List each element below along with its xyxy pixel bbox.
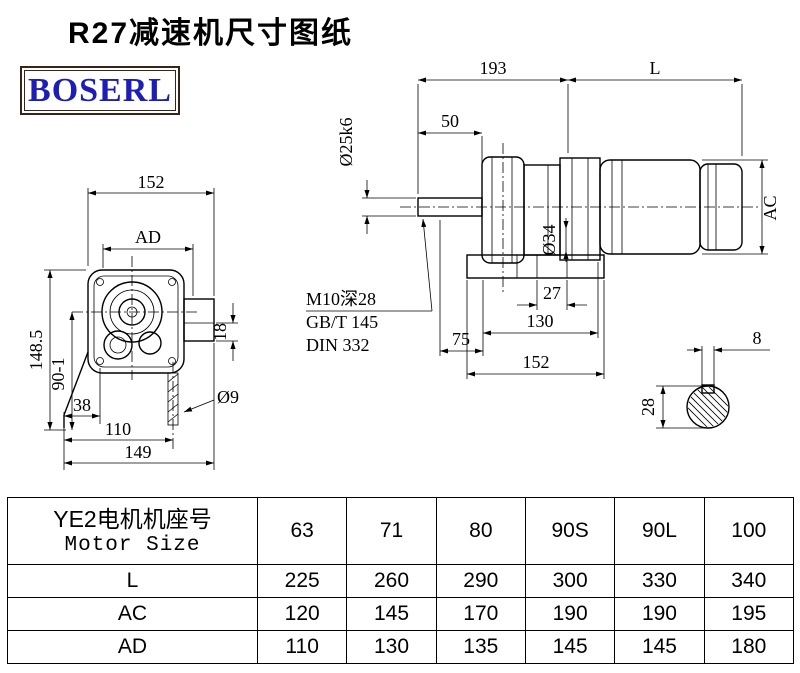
dim-side-193: 193 bbox=[480, 58, 507, 78]
table-header-row: YE2电机机座号 Motor Size 63 71 80 90S 90L 100 bbox=[7, 497, 795, 565]
brand-logo: BOSERL bbox=[20, 66, 180, 115]
value-AD-1: 110 bbox=[256, 630, 348, 664]
dim-side-152: 152 bbox=[523, 352, 550, 372]
motor-size-table: YE2电机机座号 Motor Size 63 71 80 90S 90L 100… bbox=[7, 497, 795, 664]
dim-side-34: Ø34 bbox=[539, 225, 559, 256]
front-view-dimensions: 152 AD 148.5 90-1 18 38 bbox=[26, 172, 239, 470]
motor-size-col-5: 90L bbox=[614, 497, 705, 565]
table-row-AD: AD 110 130 135 145 145 180 bbox=[7, 630, 795, 664]
header-motor-size-cn: YE2电机机座号 bbox=[53, 505, 212, 532]
value-L-6: 340 bbox=[703, 564, 795, 598]
value-AC-2: 145 bbox=[346, 597, 437, 631]
shaft-section-view: 8 28 bbox=[638, 328, 770, 429]
motor-size-col-2: 71 bbox=[346, 497, 437, 565]
value-AD-4: 145 bbox=[524, 630, 616, 664]
row-label-L: L bbox=[7, 564, 258, 598]
brand-logo-text: BOSERL bbox=[28, 71, 172, 109]
table-row-AC: AC 120 145 170 190 190 195 bbox=[7, 597, 795, 631]
side-view-dimensions: 193 L 50 Ø25k6 AC Ø34 M10深28 GB/ bbox=[306, 58, 780, 379]
page-title: R27减速机尺寸图纸 bbox=[68, 17, 354, 50]
dim-front-hole-dia: Ø9 bbox=[217, 387, 239, 407]
motor-size-col-3: 80 bbox=[435, 497, 526, 565]
dim-front-149: 149 bbox=[125, 442, 152, 462]
motor-size-col-6: 100 bbox=[703, 497, 795, 565]
value-L-1: 225 bbox=[256, 564, 348, 598]
note-gbt-standard: GB/T 145 bbox=[306, 312, 378, 332]
dim-side-50: 50 bbox=[441, 111, 459, 131]
dim-front-ad: AD bbox=[135, 227, 161, 247]
table-row-L: L 225 260 290 300 330 340 bbox=[7, 564, 795, 598]
front-view bbox=[63, 256, 215, 450]
dim-side-130: 130 bbox=[527, 311, 554, 331]
value-L-5: 330 bbox=[614, 564, 705, 598]
dim-side-shaft-dia: Ø25k6 bbox=[336, 118, 356, 167]
dim-side-75: 75 bbox=[452, 329, 470, 349]
dim-section-8: 8 bbox=[753, 328, 762, 348]
value-L-2: 260 bbox=[346, 564, 437, 598]
dim-front-height: 148.5 bbox=[26, 330, 46, 371]
note-din-standard: DIN 332 bbox=[306, 335, 370, 355]
dim-front-width: 152 bbox=[138, 172, 165, 192]
dim-section-28: 28 bbox=[638, 398, 658, 416]
header-motor-size-cell: YE2电机机座号 Motor Size bbox=[7, 497, 258, 565]
header-motor-size-en: Motor Size bbox=[64, 534, 201, 558]
side-view bbox=[400, 143, 758, 292]
value-L-4: 300 bbox=[524, 564, 616, 598]
motor-size-col-1: 63 bbox=[256, 497, 348, 565]
technical-drawing: 152 AD 148.5 90-1 18 38 bbox=[26, 58, 780, 470]
dim-front-110: 110 bbox=[105, 419, 131, 439]
note-thread: M10深28 bbox=[306, 289, 376, 309]
value-AC-3: 170 bbox=[435, 597, 526, 631]
dim-front-38: 38 bbox=[73, 395, 91, 415]
value-AC-1: 120 bbox=[256, 597, 348, 631]
value-AC-5: 190 bbox=[614, 597, 705, 631]
value-L-3: 290 bbox=[435, 564, 526, 598]
dim-side-motor-length: L bbox=[650, 58, 661, 78]
dim-side-ac: AC bbox=[760, 195, 780, 220]
value-AD-6: 180 bbox=[703, 630, 795, 664]
row-label-AC: AC bbox=[7, 597, 258, 631]
value-AD-3: 135 bbox=[435, 630, 526, 664]
dim-side-27: 27 bbox=[543, 283, 561, 303]
row-label-AD: AD bbox=[7, 630, 258, 664]
dim-front-axis-height: 90-1 bbox=[48, 358, 68, 391]
value-AD-5: 145 bbox=[614, 630, 705, 664]
value-AC-4: 190 bbox=[524, 597, 616, 631]
value-AC-6: 195 bbox=[703, 597, 795, 631]
motor-size-col-4: 90S bbox=[524, 497, 616, 565]
dim-front-18: 18 bbox=[210, 323, 230, 341]
value-AD-2: 130 bbox=[346, 630, 437, 664]
